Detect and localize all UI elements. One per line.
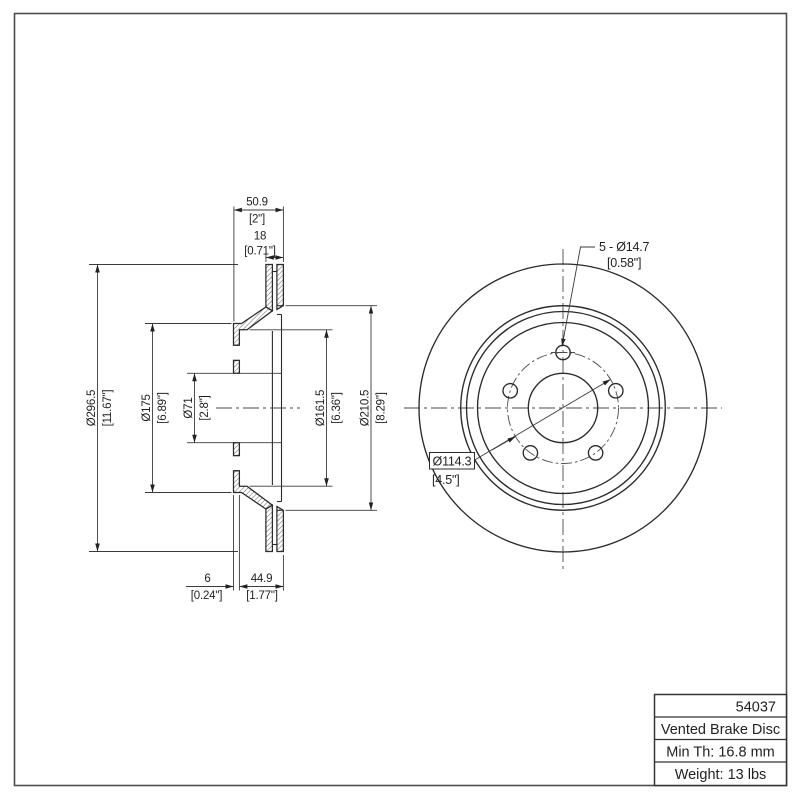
title-block: 54037 Vented Brake Disc Min Th: 16.8 mm … bbox=[653, 693, 788, 787]
dim-disc-thickness-in: [0.71"] bbox=[244, 246, 275, 258]
dim-hat-dia-in: [6.89"] bbox=[157, 392, 169, 423]
inboard-plate-upper bbox=[265, 263, 274, 312]
dimension-lines bbox=[95, 207, 374, 589]
dim-overall-width-mm: 50.9 bbox=[246, 197, 268, 209]
hat-outer-circle bbox=[476, 321, 650, 495]
dim-inner-band-dia-mm: Ø161.5 bbox=[315, 390, 327, 427]
dim-bore-dia-mm: Ø71 bbox=[183, 397, 195, 418]
bolt-circle bbox=[507, 352, 619, 464]
dim-bore-dia-in: [2.8"] bbox=[199, 395, 211, 420]
hat-flange-upper bbox=[232, 359, 241, 374]
outer-diameter-circle bbox=[418, 263, 708, 553]
bolt-circle-dia-mm: Ø114.3 bbox=[433, 455, 472, 469]
page-border bbox=[13, 12, 788, 787]
dim-braking-band-dia-in: [8.29"] bbox=[376, 392, 388, 423]
dim-disc-thickness-mm: 18 bbox=[254, 231, 266, 243]
hat-wall-upper bbox=[232, 306, 274, 346]
hat-fillet-circle bbox=[465, 310, 661, 506]
part-number: 54037 bbox=[736, 700, 776, 716]
outboard-plate-lower bbox=[276, 505, 285, 553]
dim-flange-thickness-in: [0.24"] bbox=[191, 590, 222, 602]
extension-lines bbox=[89, 206, 377, 591]
bolt-hole bbox=[587, 445, 604, 461]
dim-hat-dia-mm: Ø175 bbox=[141, 394, 153, 421]
dim-hat-depth-mm: 44.9 bbox=[251, 573, 273, 585]
bolt-circle-leader: Ø114.3 [4.5"] bbox=[429, 379, 611, 487]
dim-overall-width-in: [2"] bbox=[249, 214, 265, 226]
bolt-circle-dia-in: [4.5"] bbox=[432, 473, 460, 487]
bolt-hole-label-mm: 5 - Ø14.7 bbox=[599, 240, 650, 254]
braking-band-inner-circle bbox=[460, 305, 666, 511]
outboard-plate-upper bbox=[276, 263, 285, 311]
min-thickness: Min Th: 16.8 mm bbox=[666, 745, 775, 761]
bolt-hole bbox=[607, 382, 624, 399]
dim-hat-depth-in: [1.77"] bbox=[246, 590, 277, 602]
hat-flange-lower bbox=[232, 442, 241, 457]
flange-bolt-hole-edges bbox=[233, 344, 240, 472]
section-view: 50.9 [2"] 18 [0.71"] Ø296.5 [11.67"] Ø17… bbox=[86, 197, 388, 603]
dim-outer-dia-in: [11.67"] bbox=[102, 390, 114, 427]
center-bore-circle bbox=[527, 372, 599, 444]
dim-flange-thickness-mm: 6 bbox=[204, 573, 210, 585]
product-name: Vented Brake Disc bbox=[661, 722, 780, 738]
section-dim-labels: 50.9 [2"] 18 [0.71"] Ø296.5 [11.67"] Ø17… bbox=[86, 197, 388, 603]
bolt-hole bbox=[522, 445, 539, 461]
front-view: 5 - Ø14.7 [0.58"] Ø114.3 [4.5"] bbox=[404, 240, 722, 569]
bolt-hole-leader: 5 - Ø14.7 [0.58"] bbox=[561, 240, 650, 347]
bolt-hole bbox=[502, 382, 519, 399]
dim-outer-dia-mm: Ø296.5 bbox=[86, 390, 98, 427]
dim-braking-band-dia-mm: Ø210.5 bbox=[360, 390, 372, 427]
bolt-hole-label-in: [0.58"] bbox=[607, 256, 641, 270]
weight: Weight: 13 lbs bbox=[675, 767, 767, 783]
dim-inner-band-dia-in: [6.36"] bbox=[331, 392, 343, 423]
inboard-plate-lower bbox=[265, 504, 274, 553]
